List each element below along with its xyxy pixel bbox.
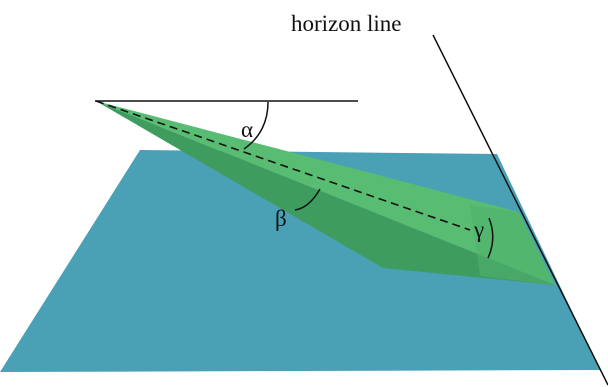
gamma-arc [487, 217, 494, 259]
alpha-label: α [241, 117, 253, 142]
horizon-line [432, 34, 608, 386]
alpha-arc [243, 101, 269, 150]
wedge-side-face [96, 101, 555, 285]
beta-label: β [275, 206, 287, 231]
beta-arc [294, 188, 321, 211]
gamma-label: γ [473, 217, 484, 242]
horizon-line-label: horizon line [291, 11, 402, 36]
dashed-centerline [95, 100, 471, 231]
